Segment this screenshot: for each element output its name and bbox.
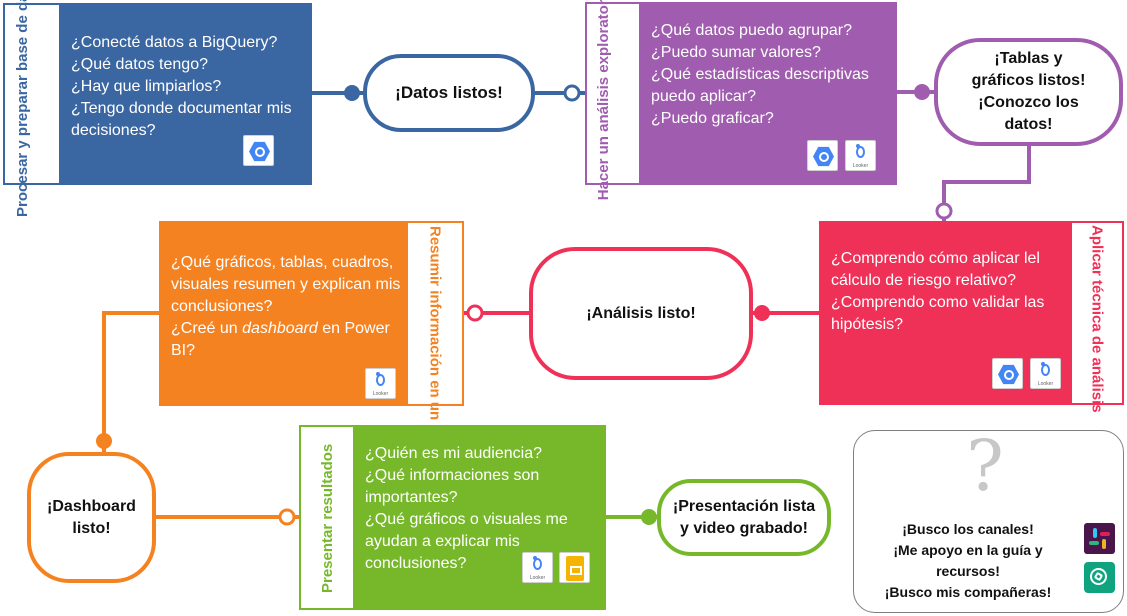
stage-present-title: Presentar resultados [318,442,336,593]
bigquery-icon [807,140,838,171]
question-emphasis: dashboard [242,320,318,337]
question: ¿Comprendo como validar las hipótesis? [831,294,1045,333]
question: ¿Quién es mi audiencia? [365,445,542,462]
stage-prepare-title-panel: Procesar y preparar base de datos [5,0,59,217]
question-suffix: en Power BI? [171,320,390,359]
bigquery-icon [992,358,1023,389]
bigquery-icon [243,135,274,166]
connector-tables-ready-analyze [942,146,1031,222]
stage-present-questions: ¿Quién es mi audiencia? ¿Qué informacion… [353,425,606,610]
stage-analyze-questions: ¿Comprendo cómo aplicar lel cálculo de r… [819,221,1072,405]
stage-summarize: ¿Qué gráficos, tablas, cuadros, visuales… [159,221,464,501]
question-mark-icon: ? [966,425,1004,507]
stage-summarize-title: Resumir información en un dashboard [426,225,444,501]
stage-present: Presentar resultados ¿Quién es mi audien… [299,425,606,610]
help-text: ¡Busco los canales! ¡Me apoyo en la guía… [863,519,1073,603]
milestone-dashboard-ready: ¡Dashboard listo! [27,452,156,583]
stage-summarize-questions: ¿Qué gráficos, tablas, cuadros, visuales… [159,221,408,406]
milestone-presentation-ready: ¡Presentación lista y video grabado! [657,479,831,556]
question: ¿Qué gráficos, tablas, cuadros, visuales… [171,254,401,315]
question: ¿Conecté datos a BigQuery? [71,34,278,51]
chatgpt-icon [1084,562,1115,593]
connector-summarize-dashboard-ready [102,311,160,452]
help-line: ¡Busco mis compañeras! [884,584,1052,600]
google-slides-icon [559,552,590,583]
looker-studio-icon: Looker [845,140,876,171]
milestone-data-ready: ¡Datos listos! [363,54,535,132]
milestone-analysis-ready: ¡Análisis listo! [529,247,753,380]
help-line: ¡Me apoyo en la guía y recursos! [893,542,1043,579]
help-box [853,430,1124,613]
stage-analyze-title-panel: Aplicar técnica de análisis [1072,223,1122,413]
question: ¿Creé un dashboard en Power BI? [171,318,404,362]
stage-prepare-title: Procesar y preparar base de datos [14,0,31,217]
looker-studio-icon: Looker [365,368,396,399]
question: ¿Qué datos tengo? [71,56,208,73]
stage-explore-title-panel: Hacer un análisis exploratorio [587,0,639,201]
stage-explore-questions: ¿Qué datos puedo agrupar? ¿Puedo sumar v… [639,2,897,185]
question: ¿Puedo graficar? [651,110,774,127]
stage-explore-title: Hacer un análisis exploratorio [595,0,612,201]
question: ¿Hay que limpiarlos? [71,78,222,95]
question: ¿Qué datos puedo agrupar? [651,22,853,39]
question-prefix: ¿Creé un [171,320,243,337]
milestone-tables-ready: ¡Tablas y gráficos listos! ¡Conozco los … [934,38,1123,146]
question: ¿Qué informaciones son importantes? [365,467,540,506]
question: ¿Qué estadísticas descriptivas puedo apl… [651,66,869,105]
question: ¿Tengo donde documentar mis decisiones? [71,100,292,139]
stage-prepare-questions: ¿Conecté datos a BigQuery? ¿Qué datos te… [59,3,312,185]
help-line: ¡Busco los canales! [902,521,1034,537]
question: ¿Qué gráficos o visuales me ayudan a exp… [365,511,568,572]
stage-present-title-panel: Presentar resultados [301,427,353,608]
stage-analyze-title: Aplicar técnica de análisis [1088,225,1106,413]
question: ¿Puedo sumar valores? [651,44,821,61]
looker-studio-icon: Looker [1030,358,1061,389]
slack-icon [1084,523,1115,554]
stage-summarize-title-panel: Resumir información en un dashboard [408,223,462,501]
looker-studio-icon: Looker [522,552,553,583]
question: ¿Comprendo cómo aplicar lel cálculo de r… [831,250,1040,289]
stage-analyze: ¿Comprendo cómo aplicar lel cálculo de r… [819,221,1124,413]
